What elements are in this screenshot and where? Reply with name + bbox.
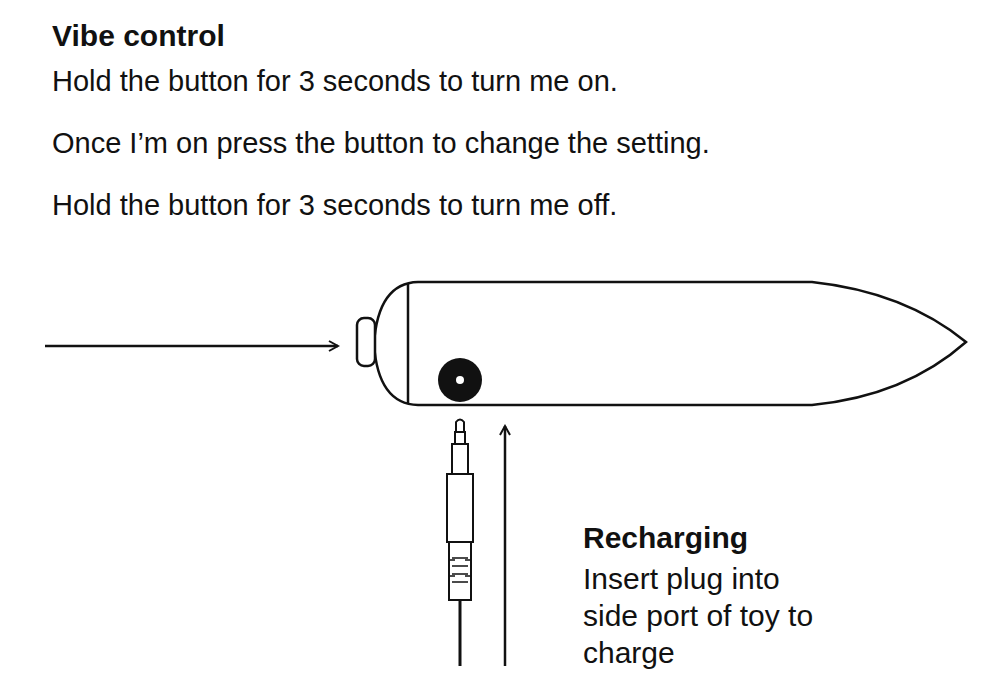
- section-heading: Vibe control: [52, 18, 652, 54]
- instruction-text: Insert plug into side port of toy to cha…: [583, 560, 828, 671]
- cap-seam: [407, 284, 410, 403]
- pointer-arrow: [45, 345, 338, 348]
- instruction-text: Hold the button for 3 seconds to turn me…: [52, 188, 952, 223]
- power-button: [357, 318, 375, 366]
- plug-cable: [459, 600, 462, 666]
- instruction-text: Hold the button for 3 seconds to turn me…: [52, 64, 952, 99]
- charging-plug: [447, 420, 473, 601]
- port-hole: [456, 376, 464, 384]
- toy-body: [374, 282, 966, 405]
- charge-port: [438, 358, 482, 402]
- instruction-text: Once I’m on press the button to change t…: [52, 126, 952, 161]
- insert-arrow: [504, 426, 507, 666]
- section-heading: Recharging: [583, 520, 983, 556]
